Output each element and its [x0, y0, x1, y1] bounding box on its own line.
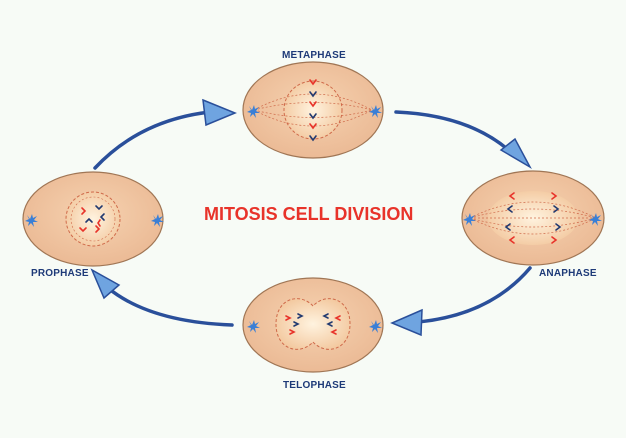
label-telophase: TELOPHASE [283, 380, 346, 391]
label-prophase: PROPHASE [31, 268, 89, 279]
centrosome-star-icon [369, 105, 382, 118]
cycle-arrow-icon [202, 98, 237, 127]
arrow-anaphase-to-telophase [390, 266, 532, 337]
arrow-metaphase-to-anaphase [394, 110, 532, 169]
cell-anaphase [461, 170, 605, 266]
chromosome-icon [79, 205, 105, 233]
cell-telophase [242, 277, 384, 373]
centrosome-star-icon [247, 105, 260, 118]
cell-prophase [22, 171, 164, 267]
chromosome-icon [285, 313, 341, 335]
cycle-arrow-icon [90, 268, 121, 300]
centrosome-star-icon [589, 213, 602, 226]
centrosome-star-icon [247, 320, 260, 333]
centrosome-star-icon [463, 213, 476, 226]
centrosome-star-icon [369, 320, 382, 333]
centrosome-star-icon [25, 214, 38, 227]
centrosome-star-icon [151, 214, 164, 227]
cycle-arrow-icon [499, 137, 532, 169]
arrow-telophase-to-prophase [90, 268, 234, 327]
cell-metaphase [242, 61, 384, 159]
label-anaphase: ANAPHASE [539, 268, 597, 279]
arrow-prophase-to-metaphase [93, 98, 237, 170]
label-metaphase: METAPHASE [282, 50, 346, 61]
chromosome-icon [309, 79, 317, 142]
cycle-arrow-icon [390, 308, 423, 337]
chromosome-icon [504, 192, 562, 244]
diagram-title: MITOSIS CELL DIVISION [204, 204, 414, 224]
